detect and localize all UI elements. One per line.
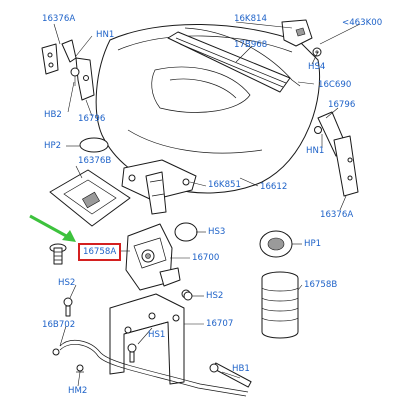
label-HS3[interactable]: HS3 xyxy=(208,227,226,237)
insulator-pad xyxy=(49,169,131,227)
bolt-hs2-right xyxy=(183,291,193,301)
insulator-bracket xyxy=(281,19,313,47)
label-HN1-top[interactable]: HN1 xyxy=(96,30,115,40)
label-HS2-left[interactable]: HS2 xyxy=(58,278,76,288)
pad-hp2 xyxy=(79,137,109,153)
latch-support-bracket xyxy=(109,293,185,385)
latch-bolt xyxy=(49,243,67,265)
label-HB2[interactable]: HB2 xyxy=(44,110,62,120)
rubber-bellows xyxy=(261,271,299,339)
label-16612[interactable]: 16612 xyxy=(260,182,288,192)
label-16C690[interactable]: 16C690 xyxy=(318,80,352,90)
label-16796-right[interactable]: 16796 xyxy=(328,100,356,110)
label-63K00[interactable]: <463K00 xyxy=(342,18,383,28)
hood-panel xyxy=(95,23,321,194)
label-16K814[interactable]: 16K814 xyxy=(234,14,267,24)
label-16700[interactable]: 16700 xyxy=(192,253,220,263)
right-hinge xyxy=(314,111,359,197)
grommet-hs3 xyxy=(174,222,198,242)
label-16376B[interactable]: 16376B xyxy=(78,156,112,166)
label-17B968[interactable]: 17B968 xyxy=(234,40,268,50)
label-HP2[interactable]: HP2 xyxy=(44,141,62,151)
clip-hm2 xyxy=(76,364,84,373)
grommet-hp1 xyxy=(259,230,293,258)
cowl-grille xyxy=(167,31,291,93)
label-16376A-right[interactable]: 16376A xyxy=(320,210,354,220)
green-arrow-icon xyxy=(29,214,76,242)
label-16707[interactable]: 16707 xyxy=(206,319,234,329)
release-cable xyxy=(52,339,249,397)
leader-lines xyxy=(53,21,361,387)
label-16758B[interactable]: 16758B xyxy=(304,280,338,290)
hood-striker xyxy=(121,159,197,215)
label-16K851[interactable]: 16K851 xyxy=(208,180,241,190)
screw-hs1 xyxy=(127,343,137,363)
label-HN1-right[interactable]: HN1 xyxy=(306,146,325,156)
label-HB1[interactable]: HB1 xyxy=(232,364,250,374)
hood-seal xyxy=(184,27,301,87)
label-HS1[interactable]: HS1 xyxy=(148,330,166,340)
label-16758A-highlighted[interactable]: 16758A xyxy=(78,243,122,261)
label-16796-left[interactable]: 16796 xyxy=(78,114,106,124)
screw-hs4 xyxy=(312,47,322,57)
label-16376A-top[interactable]: 16376A xyxy=(42,14,76,24)
label-HP1[interactable]: HP1 xyxy=(304,239,322,249)
left-hinge xyxy=(41,39,95,101)
hood-latch xyxy=(125,223,191,299)
label-HS2-right[interactable]: HS2 xyxy=(206,291,224,301)
bolt-hb1 xyxy=(209,362,252,388)
bolt-hs2-left xyxy=(63,297,73,317)
label-HM2[interactable]: HM2 xyxy=(68,386,88,396)
label-HS4[interactable]: HS4 xyxy=(308,62,326,72)
label-16B702[interactable]: 16B702 xyxy=(42,320,76,330)
